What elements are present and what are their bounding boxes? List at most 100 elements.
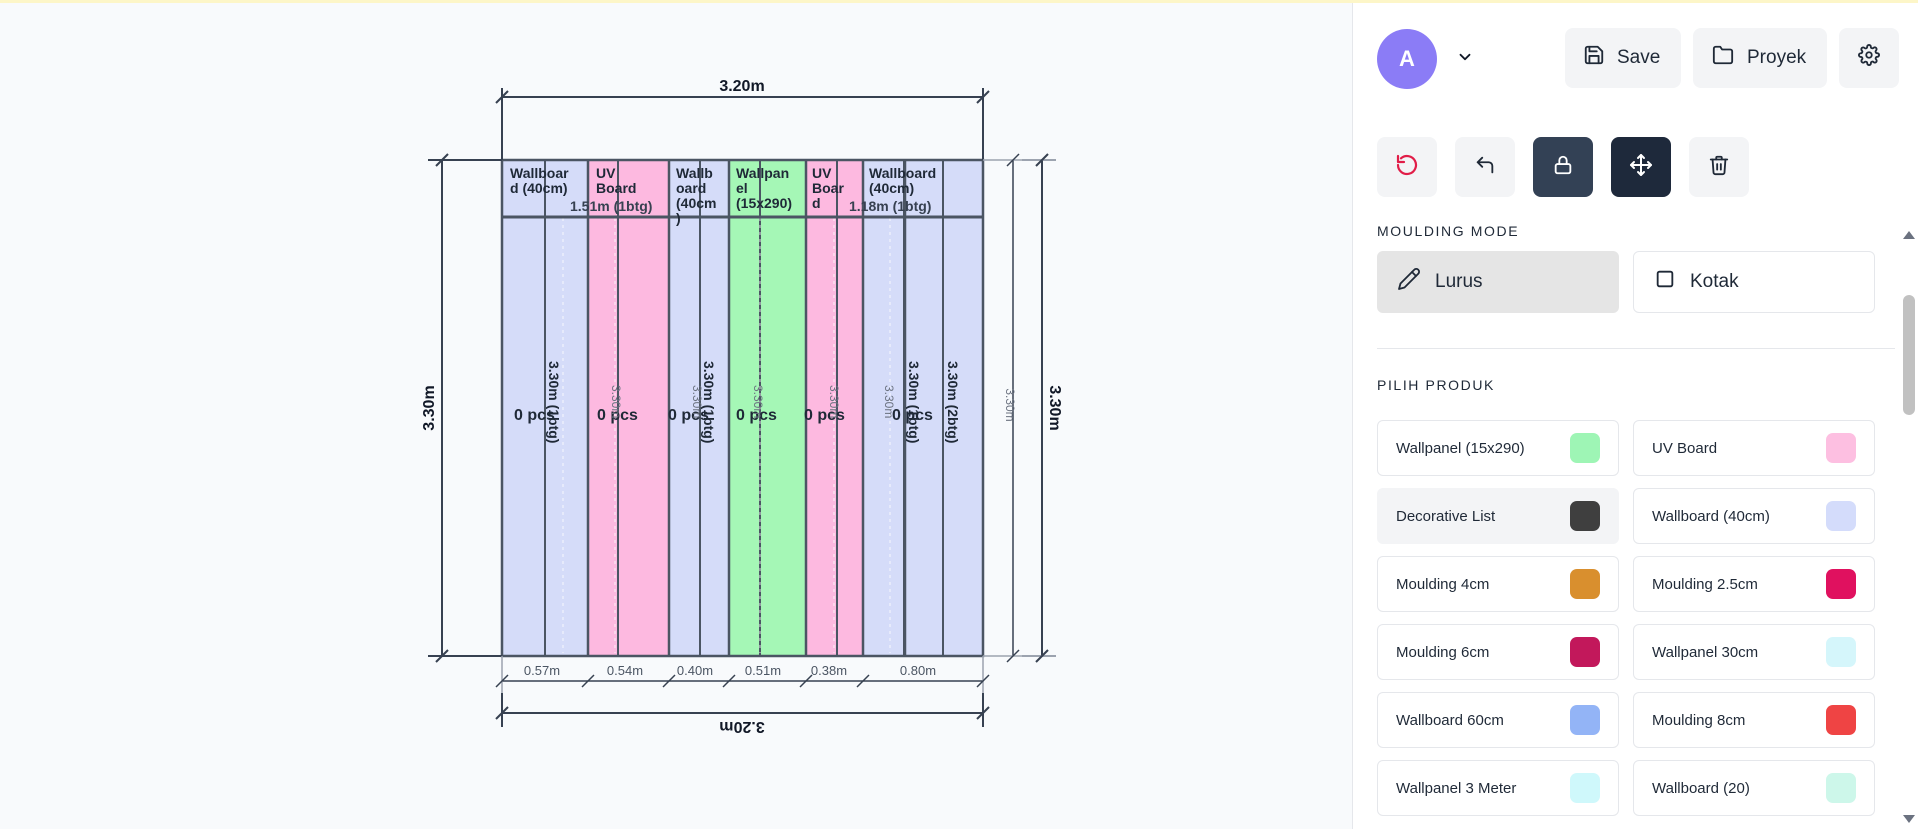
product-item[interactable]: Moulding 8cm: [1633, 692, 1875, 748]
folder-icon: [1711, 44, 1735, 72]
product-swatch: [1570, 773, 1600, 803]
product-swatch: [1570, 637, 1600, 667]
undo-icon: [1474, 154, 1496, 181]
product-name: Moulding 6cm: [1396, 643, 1490, 661]
product-name: Wallpanel 3 Meter: [1396, 779, 1517, 797]
product-swatch: [1570, 705, 1600, 735]
product-item[interactable]: Wallpanel (15x290): [1377, 420, 1619, 476]
vertical-note-3: 3.30m (1btg): [906, 361, 922, 443]
product-item[interactable]: Decorative List: [1377, 488, 1619, 544]
product-name: Moulding 4cm: [1396, 575, 1490, 593]
lock-button[interactable]: [1533, 137, 1593, 197]
segment-label-3: 0.40m: [677, 663, 713, 678]
column-wallboard-3[interactable]: [863, 160, 983, 656]
undo-button[interactable]: [1455, 137, 1515, 197]
header-label-6: Wallboard(40cm): [869, 165, 936, 196]
left-dimension-line: [428, 153, 502, 663]
product-item[interactable]: Wallboard (40cm): [1633, 488, 1875, 544]
product-swatch: [1826, 773, 1856, 803]
save-button[interactable]: Save: [1565, 28, 1681, 88]
product-item[interactable]: Wallboard 60cm: [1377, 692, 1619, 748]
segment-label-6: 0.80m: [900, 663, 936, 678]
scrollbar-thumb[interactable]: [1903, 295, 1915, 415]
bottom-dimension-line: [495, 693, 990, 727]
move-button[interactable]: [1611, 137, 1671, 197]
product-name: Moulding 8cm: [1652, 711, 1746, 729]
user-avatar[interactable]: A: [1377, 29, 1437, 89]
product-item[interactable]: Moulding 4cm: [1377, 556, 1619, 612]
length-note-1: 1.51m (1btg): [570, 198, 652, 214]
control-panel: A Save Proyek: [1352, 3, 1918, 829]
product-name: Wallpanel (15x290): [1396, 439, 1525, 457]
product-item[interactable]: UV Board: [1633, 420, 1875, 476]
right-inner-height-label: 3.30m: [1003, 388, 1017, 421]
right-height-label: 3.30m: [1046, 385, 1063, 430]
pencil-icon: [1397, 267, 1421, 297]
product-item[interactable]: Wallpanel 30cm: [1633, 624, 1875, 680]
center-guides: [562, 218, 891, 653]
product-item[interactable]: Wallpanel 3 Meter: [1377, 760, 1619, 816]
chevron-down-icon[interactable]: [1453, 45, 1477, 69]
product-swatch: [1826, 637, 1856, 667]
bottom-width-label: 3.20m: [719, 718, 764, 735]
product-name: Wallboard 60cm: [1396, 711, 1504, 729]
vertical-notes-bold: 3.30m (1btg) 3.30m (1btg) 3.30m (1btg) 3…: [546, 361, 961, 443]
product-name: Wallboard (40cm): [1652, 507, 1770, 525]
vertical-note-1: 3.30m (1btg): [546, 361, 562, 443]
segment-label-2: 0.54m: [607, 663, 643, 678]
choose-product-title: PILIH PRODUK: [1377, 377, 1495, 393]
product-swatch: [1570, 569, 1600, 599]
vertical-light-3: 3.30m: [751, 385, 765, 418]
product-item[interactable]: Wallboard (20): [1633, 760, 1875, 816]
pcs-label-1: 0 pcs: [514, 407, 555, 424]
segment-label-5: 0.38m: [811, 663, 847, 678]
pcs-label-2: 0 pcs: [597, 407, 638, 424]
scroll-down-arrow[interactable]: [1903, 815, 1915, 823]
vertical-light-5: 3.30m: [882, 385, 896, 418]
mode-straight-button[interactable]: Lurus: [1377, 251, 1619, 313]
column-uv-board-1[interactable]: [588, 160, 669, 656]
segment-label-4: 0.51m: [745, 663, 781, 678]
reset-button[interactable]: [1377, 137, 1437, 197]
product-swatch: [1826, 705, 1856, 735]
product-item[interactable]: Moulding 2.5cm: [1633, 556, 1875, 612]
project-button[interactable]: Proyek: [1693, 28, 1827, 88]
project-label: Proyek: [1747, 47, 1807, 68]
top-border: [0, 0, 1918, 3]
pcs-label-5: 0 pcs: [804, 407, 845, 424]
product-name: Wallboard (20): [1652, 779, 1750, 797]
product-swatch: [1826, 569, 1856, 599]
top-dimension-line: [495, 88, 990, 160]
square-icon: [1654, 268, 1676, 296]
product-swatch: [1826, 501, 1856, 531]
pcs-label-4: 0 pcs: [736, 407, 777, 424]
product-name: Moulding 2.5cm: [1652, 575, 1758, 593]
vertical-light-4: 3.30m: [827, 385, 841, 418]
mode-box-button[interactable]: Kotak: [1633, 251, 1875, 313]
column-borders: [586, 160, 907, 656]
product-name: Decorative List: [1396, 507, 1496, 525]
delete-button[interactable]: [1689, 137, 1749, 197]
product-swatch: [1570, 433, 1600, 463]
mode-straight-label: Lurus: [1435, 271, 1483, 292]
scroll-up-arrow[interactable]: [1903, 231, 1915, 239]
product-item[interactable]: Moulding 6cm: [1377, 624, 1619, 680]
lock-icon: [1552, 154, 1574, 181]
length-note-2: 1.18m (1btg): [849, 198, 931, 214]
gear-icon: [1858, 44, 1880, 72]
trash-icon: [1708, 154, 1730, 181]
product-name: UV Board: [1652, 439, 1718, 457]
settings-button[interactable]: [1839, 28, 1899, 88]
vertical-light-2: 3.30m: [690, 385, 704, 418]
left-height-label: 3.30m: [421, 385, 438, 430]
vertical-notes-light: 3.30m 3.30m 3.30m 3.30m 3.30m: [609, 385, 896, 418]
move-icon: [1629, 153, 1653, 182]
column-wallpanel[interactable]: [729, 160, 806, 656]
